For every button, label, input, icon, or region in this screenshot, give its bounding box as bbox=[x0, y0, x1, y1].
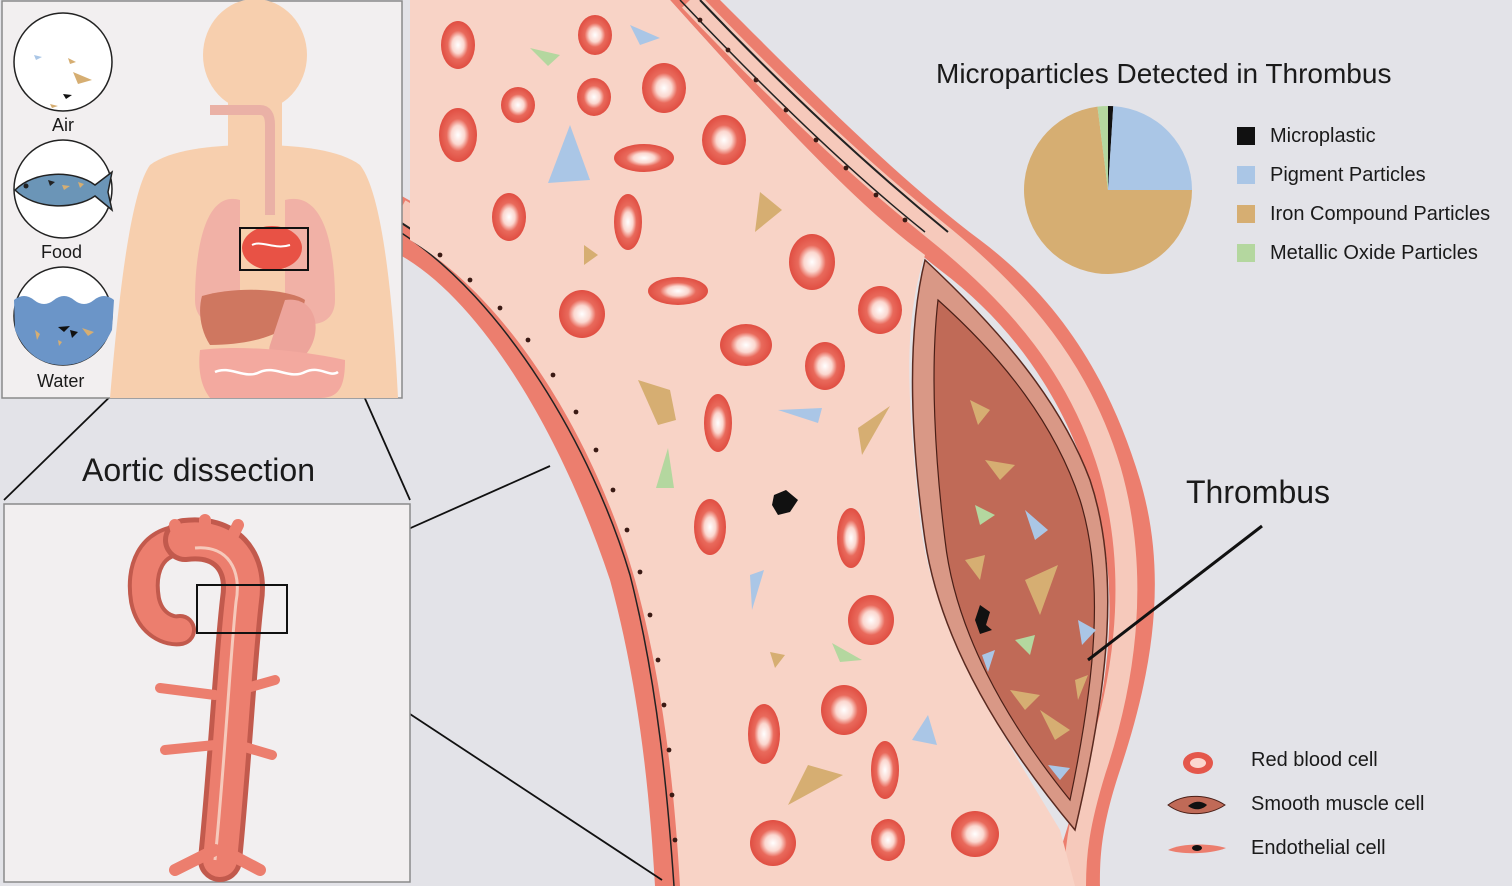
thrombus-label: Thrombus bbox=[1186, 474, 1331, 510]
vessel-wall-right bbox=[670, 0, 1155, 886]
pie-slice-microplastic bbox=[1108, 106, 1114, 190]
aorta-zoom-box bbox=[196, 584, 288, 634]
legend-label-pigment-particles: Pigment Particles bbox=[1270, 164, 1426, 186]
legend-label-microplastic: Microplastic bbox=[1270, 125, 1376, 147]
vessel-lumen bbox=[410, 0, 1075, 886]
pie-slice-pigment-particles bbox=[1108, 106, 1192, 190]
legend-label-metallic-oxide-particles: Metallic Oxide Particles bbox=[1270, 242, 1478, 264]
legend-label-iron-compound-particles: Iron Compound Particles bbox=[1270, 203, 1491, 225]
pie-legend bbox=[1237, 127, 1255, 262]
legend-swatch-pigment-particles bbox=[1237, 166, 1255, 184]
legend-swatch-microplastic bbox=[1237, 127, 1255, 145]
pie-chart-title: Microparticles Detected in Thrombus bbox=[936, 58, 1392, 89]
cell-legend-label-smooth-muscle-cell: Smooth muscle cell bbox=[1251, 793, 1425, 815]
lumen-particles bbox=[530, 25, 937, 805]
source-label-air: Air bbox=[52, 115, 74, 135]
aorta-panel bbox=[3, 503, 411, 883]
pie-slice-metallic-oxide-particles bbox=[1097, 106, 1108, 190]
pie-slice-iron-compound-particles bbox=[1024, 106, 1192, 274]
heart-zoom-box bbox=[239, 227, 309, 271]
pie-chart bbox=[1024, 106, 1192, 274]
exposure-panel bbox=[1, 0, 403, 399]
aortic-dissection-title: Aortic dissection bbox=[82, 452, 315, 488]
red-blood-cell-icon bbox=[1183, 752, 1213, 774]
legend-swatch-iron-compound-particles bbox=[1237, 205, 1255, 223]
thrombus-particles bbox=[965, 400, 1096, 780]
source-label-water: Water bbox=[37, 371, 85, 391]
thrombus bbox=[933, 298, 1096, 802]
cell-legend-label-red-blood-cell: Red blood cell bbox=[1251, 749, 1378, 771]
source-label-food: Food bbox=[41, 242, 83, 262]
legend-swatch-metallic-oxide-particles bbox=[1237, 244, 1255, 262]
red-blood-cells bbox=[439, 15, 999, 866]
source-water bbox=[13, 266, 114, 366]
heart bbox=[242, 226, 302, 270]
smooth-muscle-cell-icon bbox=[1167, 795, 1226, 815]
thrombus-pointer bbox=[1087, 524, 1263, 662]
source-food bbox=[13, 139, 114, 239]
aorta bbox=[127, 514, 280, 882]
endothelial-cell-icon bbox=[1168, 844, 1226, 854]
blood-vessel bbox=[394, 0, 1155, 886]
source-air bbox=[13, 12, 113, 112]
cell-legend-label-endothelial-cell: Endothelial cell bbox=[1251, 837, 1386, 859]
